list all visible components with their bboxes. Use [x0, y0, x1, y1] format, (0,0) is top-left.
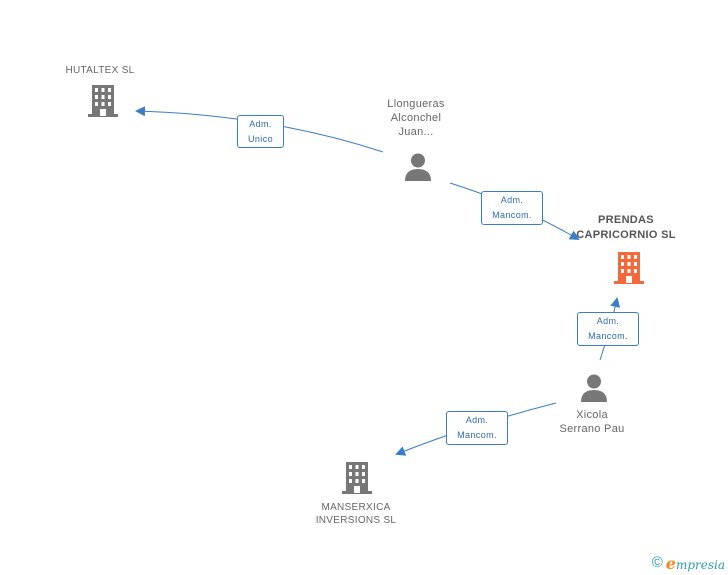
relation-label-line: Mancom. — [492, 210, 532, 220]
person-name-line: Xicola — [576, 409, 608, 421]
company-name-line: HUTALTEX SL — [65, 65, 135, 76]
company-name-prendas[interactable]: PRENDAS CAPRICORNIO SL — [566, 213, 686, 243]
building-icon[interactable] — [87, 83, 119, 118]
relation-label-llongueras-prendas[interactable]: Adm. Mancom. — [481, 191, 543, 225]
company-name-line: CAPRICORNIO SL — [576, 229, 676, 241]
person-name-llongueras[interactable]: Llongueras Alconchel Juan... — [364, 97, 468, 139]
relation-label-line: Adm. — [596, 316, 620, 326]
building-icon[interactable] — [341, 460, 373, 495]
person-name-line: Serrano Pau — [559, 423, 625, 435]
relation-label-xicola-prendas[interactable]: Adm. Mancom. — [577, 312, 639, 346]
person-icon[interactable] — [403, 152, 433, 182]
person-icon[interactable] — [579, 373, 609, 403]
person-name-line: Juan... — [398, 126, 434, 138]
brand-watermark: © empresia — [651, 553, 725, 573]
person-name-line: Alconchel — [390, 112, 442, 124]
company-name-line: PRENDAS — [598, 214, 654, 226]
relation-label-line: Adm. — [249, 119, 272, 129]
company-name-hutaltex[interactable]: HUTALTEX SL — [48, 64, 152, 77]
person-name-line: Llongueras — [387, 98, 445, 110]
relation-label-line: Mancom. — [457, 430, 497, 440]
person-name-xicola[interactable]: Xicola Serrano Pau — [540, 408, 644, 436]
copyright-icon: © — [651, 554, 663, 571]
company-name-line: MANSERXICA — [321, 502, 391, 513]
company-name-line: INVERSIONS SL — [315, 515, 397, 526]
building-icon[interactable] — [613, 250, 645, 285]
relation-label-llongueras-hutaltex[interactable]: Adm. Unico — [237, 115, 284, 148]
relation-label-line: Unico — [247, 134, 273, 144]
relation-label-line: Adm. — [465, 415, 489, 425]
brand-logo: empresia — [665, 553, 725, 573]
relation-label-xicola-manserxica[interactable]: Adm. Mancom. — [446, 411, 508, 445]
company-name-manserxica[interactable]: MANSERXICA INVERSIONS SL — [296, 501, 416, 527]
relation-label-line: Adm. — [500, 195, 524, 205]
relation-label-line: Mancom. — [588, 331, 628, 341]
